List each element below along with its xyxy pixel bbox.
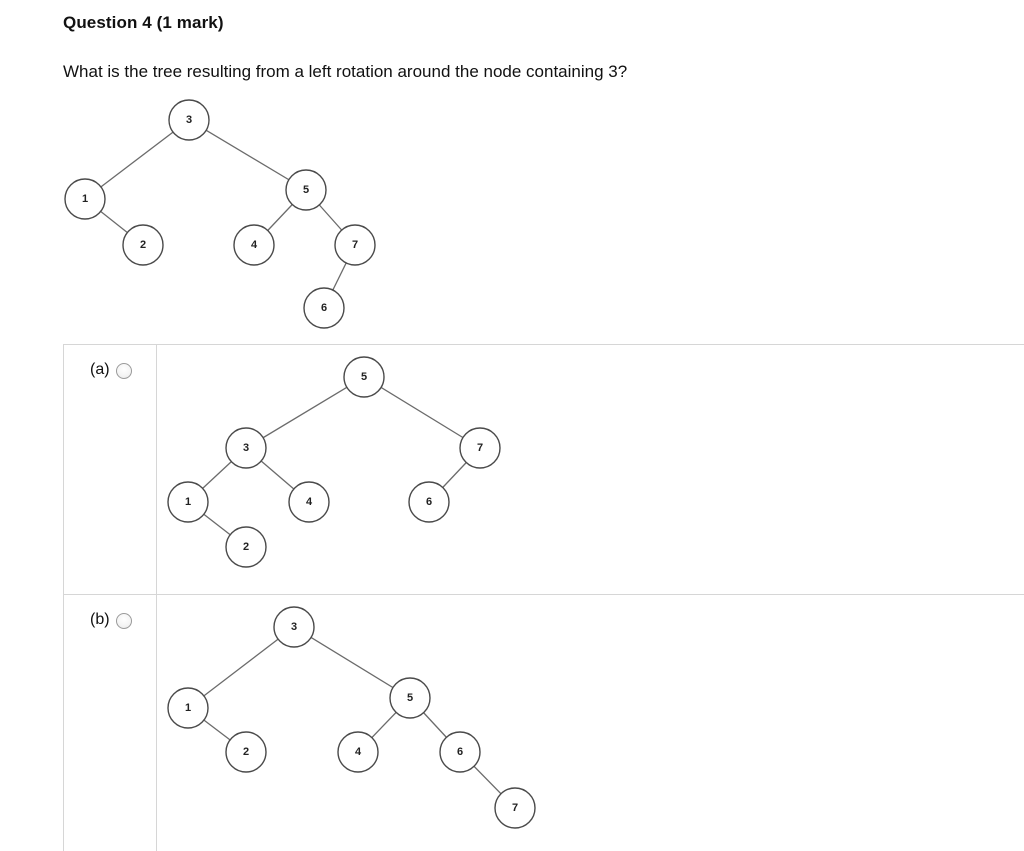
option-b-label-cell: (b) — [64, 595, 157, 851]
tree-node: 4 — [337, 731, 379, 773]
tree-node: 1 — [64, 178, 106, 220]
option-a-label-cell: (a) — [64, 345, 157, 595]
question-text: What is the tree resulting from a left r… — [63, 62, 628, 81]
option-a-row: (a) — [63, 344, 1024, 595]
node-label: 6 — [426, 496, 432, 508]
edge-3-5 — [293, 626, 411, 699]
node-label: 2 — [243, 541, 249, 553]
node-label: 7 — [512, 802, 518, 814]
node-label: 7 — [352, 239, 358, 251]
tree-node: 6 — [439, 731, 481, 773]
option-a-radio[interactable] — [116, 363, 132, 379]
node-label: 5 — [407, 692, 413, 704]
option-b-radio[interactable] — [116, 613, 132, 629]
node-label: 4 — [306, 496, 313, 508]
node-label: 4 — [355, 746, 362, 758]
edge-3-1 — [187, 626, 295, 709]
option-b-label: (b) — [90, 611, 110, 628]
edge-3-1 — [84, 119, 190, 200]
node-label: 1 — [185, 496, 191, 508]
tree-node: 6 — [408, 481, 450, 523]
tree-node: 3 — [168, 99, 210, 141]
option-a-label: (a) — [90, 361, 110, 378]
tree-node: 2 — [225, 731, 267, 773]
node-label: 2 — [140, 239, 146, 251]
option-a-tree-diagram: 5 3 7 1 4 6 2 — [167, 356, 501, 568]
node-label: 3 — [291, 621, 297, 633]
tree-node: 1 — [167, 481, 209, 523]
edge-5-3 — [245, 376, 365, 449]
option-b-tree-diagram: 3 1 5 2 4 6 7 — [167, 606, 536, 829]
tree-node: 7 — [459, 427, 501, 469]
edges — [187, 626, 516, 809]
node-label: 6 — [457, 746, 463, 758]
tree-node: 5 — [285, 169, 327, 211]
tree-node: 7 — [494, 787, 536, 829]
tree-node: 2 — [225, 526, 267, 568]
tree-node: 5 — [343, 356, 385, 398]
question-title: Question 4 (1 mark) — [63, 13, 224, 32]
node-label: 5 — [303, 184, 309, 196]
node-label: 6 — [321, 302, 327, 314]
edges — [84, 119, 356, 309]
node-label: 5 — [361, 371, 367, 383]
node-label: 3 — [186, 114, 192, 126]
original-tree-diagram: 3 1 5 2 4 7 6 — [64, 99, 376, 329]
node-label: 1 — [82, 193, 88, 205]
tree-node: 7 — [334, 224, 376, 266]
edge-3-5 — [188, 119, 307, 191]
node-label: 3 — [243, 442, 249, 454]
option-b-row: (b) — [63, 594, 1024, 851]
tree-node: 4 — [288, 481, 330, 523]
tree-node: 3 — [273, 606, 315, 648]
tree-node: 3 — [225, 427, 267, 469]
edge-5-7 — [363, 376, 481, 449]
node-label: 7 — [477, 442, 483, 454]
node-label: 4 — [251, 239, 258, 251]
tree-node: 2 — [122, 224, 164, 266]
tree-node: 1 — [167, 687, 209, 729]
tree-node: 6 — [303, 287, 345, 329]
tree-node: 5 — [389, 677, 431, 719]
node-label: 2 — [243, 746, 249, 758]
tree-node: 4 — [233, 224, 275, 266]
node-label: 1 — [185, 702, 191, 714]
